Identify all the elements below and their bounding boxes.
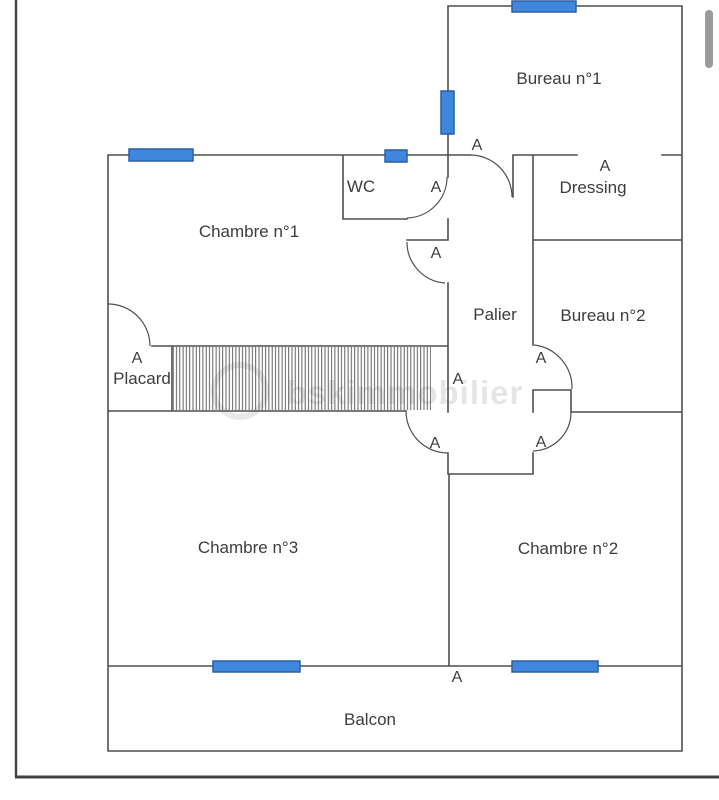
window-symbol-chambre-3 [212, 660, 301, 673]
door-arc-chambre-3 [405, 410, 449, 454]
door-arc-bureau-2 [533, 344, 573, 390]
window-symbol-chambre-2 [511, 660, 599, 673]
room-label-balcon: Balcon [344, 710, 396, 729]
door-label-dressing: A [600, 158, 611, 175]
room-label-chambre-2: Chambre n°2 [518, 539, 618, 558]
room-labels: Bureau n°1 WC Dressing Chambre n°1 Palie… [113, 69, 645, 729]
stairs-hatch [173, 347, 431, 410]
window-symbols [128, 0, 599, 673]
window-symbol-wc [384, 149, 408, 163]
room-label-placard: Placard [113, 369, 171, 388]
page-frame [14, 0, 719, 779]
door-label-palier-north: A [431, 245, 442, 262]
door-label-bureau-2: A [536, 350, 547, 367]
door-swing-arcs [107, 154, 573, 454]
door-arc-bureau-1 [469, 154, 513, 198]
door-label-chambre-3: A [430, 435, 441, 452]
door-label-bureau-1: A [472, 137, 483, 154]
scrollbar-thumb[interactable] [705, 10, 713, 68]
door-arc-wc [406, 176, 448, 219]
door-label-placard: A [132, 350, 143, 367]
window-symbol-chambre-1 [128, 148, 194, 162]
door-arc-placard [107, 303, 151, 347]
room-label-wc: WC [347, 177, 375, 196]
room-label-bureau-2: Bureau n°2 [560, 306, 645, 325]
door-label-chambre-2: A [536, 434, 547, 451]
door-arc-chambre-2 [532, 411, 572, 452]
door-label-palier-west: A [453, 371, 464, 388]
window-symbol-bureau-1-west [440, 90, 455, 135]
window-symbol-bureau-1-north [511, 0, 577, 13]
room-label-dressing: Dressing [559, 178, 626, 197]
room-label-bureau-1: Bureau n°1 [516, 69, 601, 88]
room-label-palier: Palier [473, 305, 517, 324]
room-label-chambre-3: Chambre n°3 [198, 538, 298, 557]
door-label-wc: A [431, 179, 442, 196]
room-label-chambre-1: Chambre n°1 [199, 222, 299, 241]
door-label-balcon: A [452, 669, 463, 686]
door-labels: A A A A A A A A A A [132, 137, 611, 686]
door-arc-palier-north [406, 241, 446, 284]
